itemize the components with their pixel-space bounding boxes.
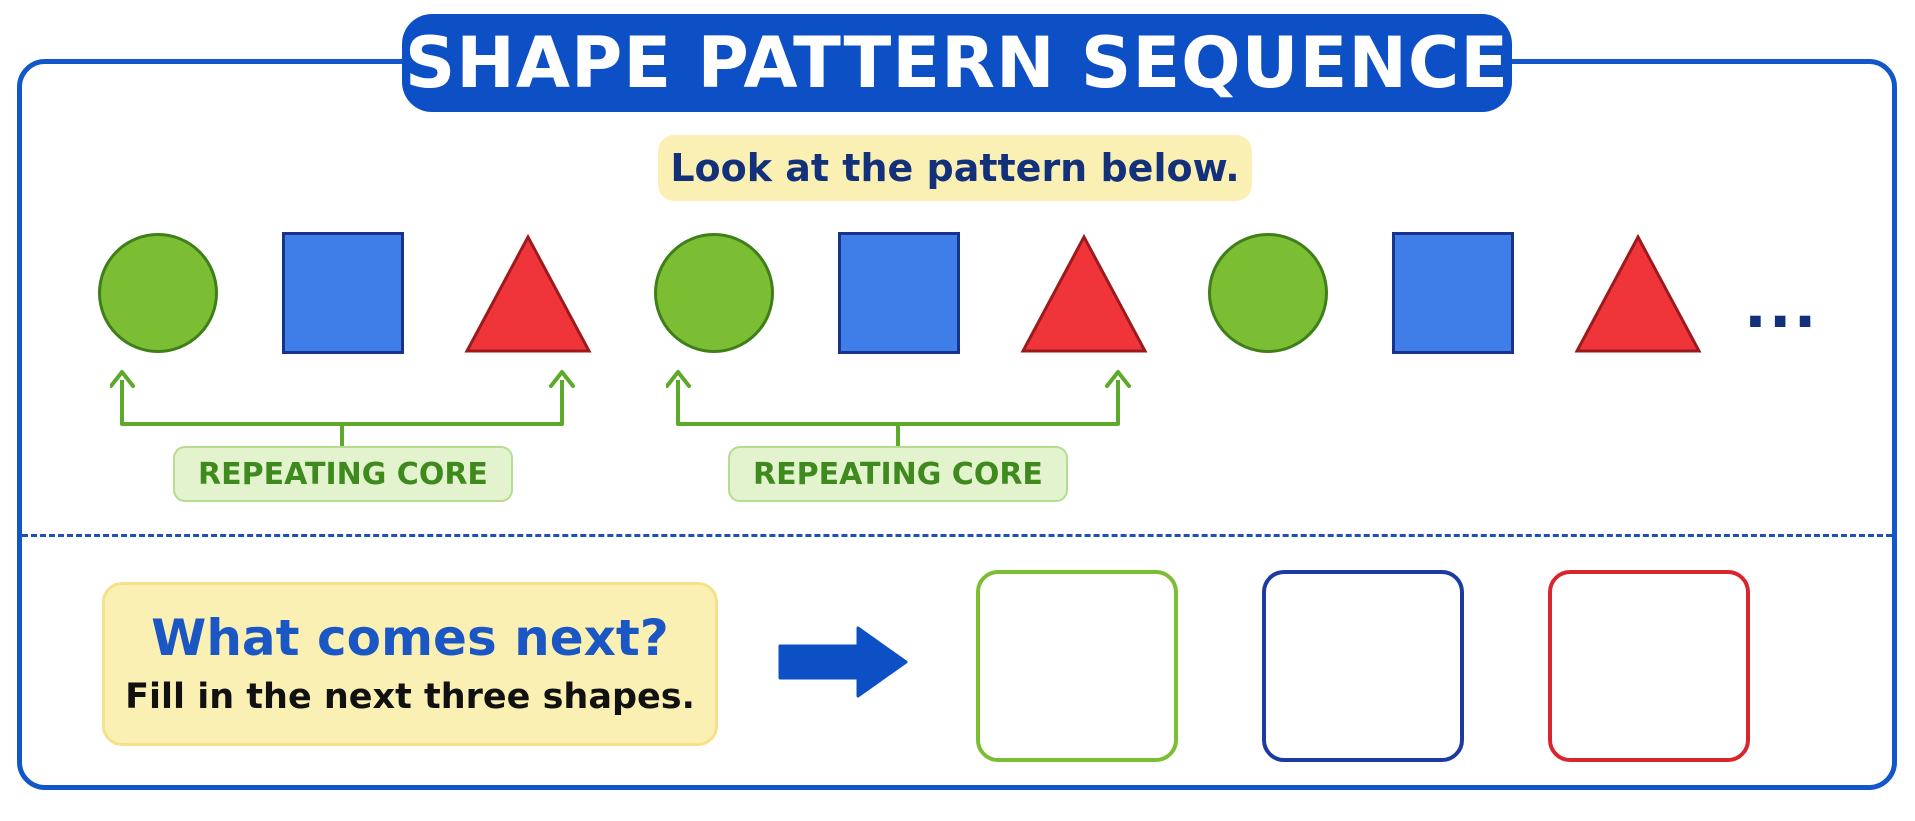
pattern-circle-3 [1208,233,1328,353]
pattern-triangle-2 [1020,234,1148,353]
page-title: SHAPE PATTERN SEQUENCE [402,14,1512,112]
question-box: What comes next? Fill in the next three … [102,582,718,746]
core-bracket-2 [666,370,1131,446]
pattern-triangle-1 [464,234,592,353]
pattern-square-1 [282,232,404,354]
right-arrow-icon [778,626,908,698]
section-divider [22,534,1892,537]
question-subtitle: Fill in the next three shapes. [125,677,695,717]
repeating-core-label-1: REPEATING CORE [173,446,513,502]
pattern-square-2 [838,232,960,354]
instruction-label: Look at the pattern below. [658,135,1252,201]
answer-box-1[interactable] [976,570,1178,762]
pattern-circle-1 [98,233,218,353]
question-title: What comes next? [151,609,669,667]
ellipsis-icon: ... [1744,272,1819,342]
pattern-circle-2 [654,233,774,353]
repeating-core-label-2: REPEATING CORE [728,446,1068,502]
pattern-square-3 [1392,232,1514,354]
answer-box-3[interactable] [1548,570,1750,762]
pattern-triangle-3 [1574,234,1702,353]
answer-box-2[interactable] [1262,570,1464,762]
core-bracket-1 [110,370,575,446]
